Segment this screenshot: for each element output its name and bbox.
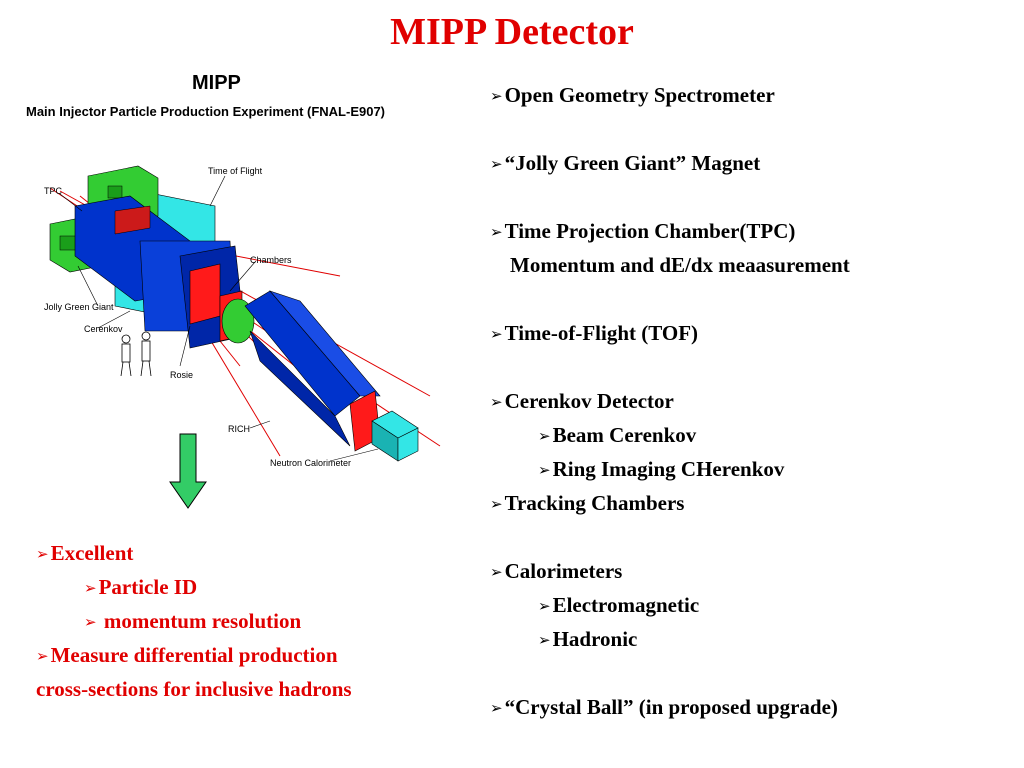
- label-neutron-calorimeter: Neutron Calorimeter: [270, 458, 351, 468]
- list-subitem: ➢Ring Imaging CHerenkov: [538, 457, 785, 481]
- label-jolly-green-giant: Jolly Green Giant: [44, 302, 114, 312]
- arrowhead-bullet-icon: ➢: [490, 393, 503, 411]
- list-subitem: ➢ momentum resolution: [84, 609, 302, 633]
- list-item: ➢“Crystal Ball” (in proposed upgrade): [490, 695, 838, 719]
- features-list: ➢Open Geometry Spectrometer ➢“Jolly Gree…: [490, 78, 1010, 724]
- list-item: ➢Calorimeters: [490, 559, 623, 583]
- list-subitem: ➢Electromagnetic: [538, 593, 700, 617]
- label-rosie: Rosie: [170, 370, 193, 380]
- figure-subtitle: Main Injector Particle Production Experi…: [26, 104, 386, 119]
- slide-title: MIPP Detector: [390, 11, 634, 53]
- list-item: ➢Time Projection Chamber(TPC): [490, 219, 796, 243]
- arrowhead-bullet-icon: ➢: [490, 87, 503, 105]
- people-figures: [120, 331, 152, 377]
- down-arrow-icon: [169, 433, 207, 509]
- rich-tube: [244, 290, 381, 447]
- benefits-list: ➢Excellent ➢Particle ID ➢ momentum resol…: [36, 536, 476, 706]
- arrowhead-bullet-icon: ➢: [490, 563, 503, 581]
- list-item: ➢Excellent: [36, 541, 134, 565]
- arrowhead-bullet-icon: ➢: [538, 631, 551, 649]
- arrowhead-bullet-icon: ➢: [84, 579, 97, 597]
- list-item-continuation: cross-sections for inclusive hadrons: [36, 677, 352, 701]
- arrowhead-bullet-icon: ➢: [490, 325, 503, 343]
- arrowhead-bullet-icon: ➢: [490, 495, 503, 513]
- list-item: ➢Measure differential production: [36, 643, 338, 667]
- label-chambers: Chambers: [250, 255, 292, 265]
- list-item: ➢Time-of-Flight (TOF): [490, 321, 699, 345]
- figure-title: MIPP: [192, 72, 241, 94]
- list-item: ➢Tracking Chambers: [490, 491, 685, 515]
- arrowhead-bullet-icon: ➢: [490, 155, 503, 173]
- arrowhead-bullet-icon: ➢: [84, 613, 97, 631]
- mipp-detector-figure: MIPP Main Injector Particle Production E…: [20, 66, 480, 491]
- label-time-of-flight: Time of Flight: [208, 166, 263, 176]
- arrowhead-bullet-icon: ➢: [490, 223, 503, 241]
- detector-schematic: Time of Flight TPC Chambers Jolly Green …: [44, 165, 441, 468]
- list-item: ➢Open Geometry Spectrometer: [490, 83, 775, 107]
- list-item: ➢Cerenkov Detector: [490, 389, 674, 413]
- tracking-chambers: [189, 263, 255, 344]
- arrowhead-bullet-icon: ➢: [36, 545, 49, 563]
- list-item-continuation: Momentum and dE/dx meaasurement: [510, 253, 850, 277]
- arrowhead-bullet-icon: ➢: [36, 647, 49, 665]
- arrowhead-bullet-icon: ➢: [538, 597, 551, 615]
- label-rich: RICH: [228, 424, 250, 434]
- label-cerenkov: Cerenkov: [84, 324, 123, 334]
- arrowhead-bullet-icon: ➢: [490, 699, 503, 717]
- arrowhead-bullet-icon: ➢: [538, 427, 551, 445]
- list-subitem: ➢Particle ID: [84, 575, 198, 599]
- label-tpc: TPC: [44, 186, 63, 196]
- list-item: ➢“Jolly Green Giant” Magnet: [490, 151, 761, 175]
- arrowhead-bullet-icon: ➢: [538, 461, 551, 479]
- list-subitem: ➢Beam Cerenkov: [538, 423, 697, 447]
- neutron-calorimeter: [371, 410, 419, 462]
- list-subitem: ➢Hadronic: [538, 627, 638, 651]
